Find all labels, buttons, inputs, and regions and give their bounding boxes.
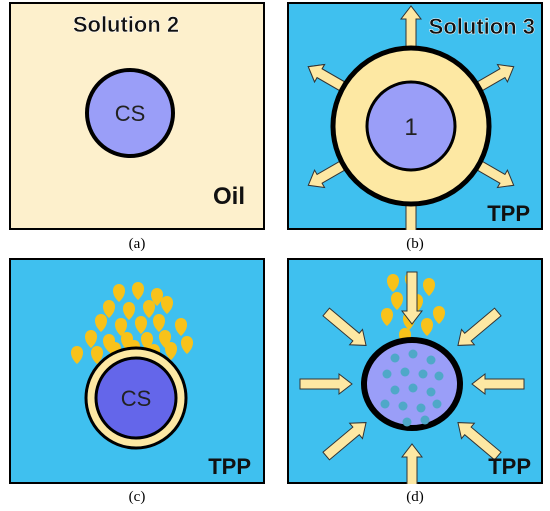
crosslink-dot <box>400 367 410 377</box>
tpp-droplets <box>70 282 194 364</box>
inward-arrow <box>299 372 353 396</box>
tpp-droplet <box>380 308 394 326</box>
tpp-droplet <box>164 342 178 360</box>
caption-a: (a) <box>128 236 146 252</box>
tpp-droplet <box>422 278 436 296</box>
crosslink-dot <box>382 369 392 379</box>
tpp-droplet <box>84 330 98 348</box>
crosslink-dot <box>390 353 400 363</box>
core-label: 1 <box>404 114 417 141</box>
medium-label: TPP <box>488 454 531 479</box>
crosslink-dot <box>408 383 418 393</box>
tpp-droplet <box>70 346 84 364</box>
tpp-droplet <box>150 288 164 306</box>
crosslink-dot <box>380 399 390 409</box>
tpp-droplet <box>390 292 404 310</box>
caption-c: (c) <box>128 489 146 505</box>
crosslink-dot <box>432 399 442 409</box>
panel-c: CS TPP <box>9 258 265 484</box>
inward-arrow <box>322 307 367 346</box>
crosslink-dot <box>426 355 436 365</box>
panel-a: Solution 2 CS Oil <box>9 2 265 230</box>
tpp-droplet <box>180 336 194 354</box>
crosslink-dot <box>418 369 428 379</box>
inward-arrow <box>400 443 424 484</box>
panel-a-title: Solution 2 <box>73 12 179 37</box>
core-particle <box>365 80 457 172</box>
crosslink-dot <box>398 401 408 411</box>
tpp-droplet <box>142 300 156 318</box>
chitosan-core <box>85 68 175 158</box>
panel-d: TPP <box>287 258 543 484</box>
tpp-droplet <box>174 318 188 336</box>
panel-b: 1 Solution 3 TPP <box>287 2 543 230</box>
inward-arrow <box>457 307 502 346</box>
crosslink-dot <box>426 387 436 397</box>
medium-label: Oil <box>213 183 245 210</box>
tpp-droplet <box>94 314 108 332</box>
inward-arrow <box>457 422 502 461</box>
core-label: CS <box>115 101 146 126</box>
tpp-droplet <box>160 296 174 314</box>
crosslink-dots <box>380 349 444 427</box>
tpp-droplet <box>432 306 446 324</box>
panel-b-title: Solution 3 <box>429 14 535 39</box>
caption-b: (b) <box>406 236 424 252</box>
inward-arrow <box>471 372 525 396</box>
core-label: CS <box>121 386 152 411</box>
tpp-droplet <box>386 274 400 292</box>
inward-arrow <box>400 271 424 325</box>
tpp-droplet <box>152 314 166 332</box>
tpp-droplet <box>420 318 434 336</box>
medium-label: TPP <box>487 201 530 226</box>
crosslink-dot <box>408 349 418 359</box>
medium-label: TPP <box>208 454 251 479</box>
panel-b-diagram: 1 Solution 3 TPP <box>287 2 543 230</box>
crosslink-dot <box>420 415 430 425</box>
inward-arrows <box>299 271 525 484</box>
tpp-droplet <box>112 284 126 302</box>
tpp-droplet <box>122 302 136 320</box>
tpp-droplet <box>90 346 104 364</box>
chitosan-core <box>94 356 178 440</box>
crosslink-dot <box>416 403 426 413</box>
inward-arrow <box>322 422 367 461</box>
tpp-droplet <box>114 318 128 336</box>
panel-a-diagram: Solution 2 CS Oil <box>9 2 265 230</box>
crosslink-dot <box>434 371 444 381</box>
panel-d-diagram: TPP <box>287 258 543 484</box>
tpp-droplet <box>134 316 148 334</box>
panel-c-diagram: CS TPP <box>9 258 265 484</box>
caption-d: (d) <box>406 489 424 505</box>
crosslink-dot <box>390 385 400 395</box>
tpp-droplet <box>102 300 116 318</box>
crosslink-dot <box>402 417 412 427</box>
tpp-droplet <box>131 282 145 300</box>
